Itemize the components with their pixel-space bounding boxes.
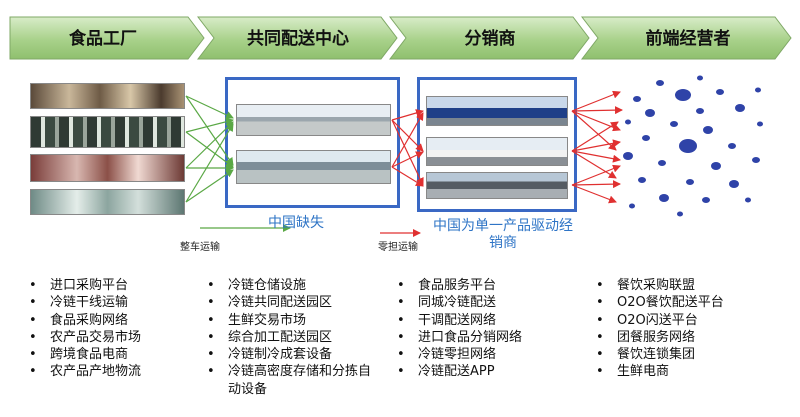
- distributor-photo-2: [426, 137, 568, 166]
- list-item: 农产品交易市场: [29, 329, 204, 347]
- stage-label-factory: 食品工厂: [69, 28, 137, 49]
- list-item: 进口食品分销网络: [397, 329, 582, 347]
- operator-list: 餐饮采购联盟 O2O餐饮配送平台 O2O闪送平台 团餐服务网络 餐饮连锁集团 生…: [596, 277, 786, 381]
- operator-dots-cluster: [623, 75, 763, 217]
- list-item: 综合加工配送园区: [207, 329, 375, 347]
- factory-photo-2: [30, 116, 185, 148]
- stage-chevron-operator: [580, 16, 792, 60]
- stage-label-operator: 前端经营者: [646, 28, 731, 49]
- red-arrows-distributor-to-operators: [571, 90, 623, 204]
- list-item: 进口采购平台: [29, 277, 204, 295]
- list-item: 冷链共同配送园区: [207, 294, 375, 312]
- list-item: 冷链仓储设施: [207, 277, 375, 295]
- list-item: 冷链制冷成套设备: [207, 346, 375, 364]
- list-item: 冷链高密度存储和分拣自动设备: [207, 363, 375, 398]
- distributor-note-caption: 中国为单一产品驱动经销商: [433, 218, 573, 251]
- center-list: 冷链仓储设施 冷链共同配送园区 生鲜交易市场 综合加工配送园区 冷链制冷成套设备…: [207, 277, 375, 398]
- stage-header: 食品工厂 共同配送中心 分销商 前端经营者: [9, 16, 792, 60]
- warehouse-photo-2: [236, 150, 391, 184]
- list-item: 跨境食品电商: [29, 346, 204, 364]
- list-item: 餐饮连锁集团: [596, 346, 786, 364]
- stage-label-center: 共同配送中心: [247, 28, 349, 49]
- distributor-photo-1: [426, 96, 568, 126]
- stage-label-distributor: 分销商: [465, 28, 516, 49]
- list-item: 冷链配送APP: [397, 363, 582, 381]
- list-item: 生鲜电商: [596, 363, 786, 381]
- list-item: 食品服务平台: [397, 277, 582, 295]
- whole-truck-label: 整车运输: [180, 242, 220, 253]
- list-item: O2O餐饮配送平台: [596, 294, 786, 312]
- list-item: 冷链零担网络: [397, 346, 582, 364]
- stage-chevron-distributor: [388, 16, 590, 60]
- list-item: O2O闪送平台: [596, 312, 786, 330]
- factory-photo-1: [30, 83, 185, 109]
- factory-list: 进口采购平台 冷链干线运输 食品采购网络 农产品交易市场 跨境食品电商 农产品产…: [29, 277, 204, 381]
- list-item: 团餐服务网络: [596, 329, 786, 347]
- distributor-photo-3: [426, 172, 568, 199]
- list-item: 生鲜交易市场: [207, 312, 375, 330]
- list-item: 餐饮采购联盟: [596, 277, 786, 295]
- list-item: 冷链干线运输: [29, 294, 204, 312]
- list-item: 干调配送网络: [397, 312, 582, 330]
- center-missing-caption: 中国缺失: [268, 215, 324, 231]
- factory-photo-4: [30, 189, 185, 215]
- list-item: 食品采购网络: [29, 312, 204, 330]
- less-than-truck-label: 零担运输: [378, 242, 418, 253]
- stage-chevron-center: [196, 16, 398, 60]
- factory-photo-3: [30, 154, 185, 182]
- stage-chevron-factory: [9, 16, 205, 60]
- list-item: 农产品产地物流: [29, 363, 204, 381]
- warehouse-photo-1: [236, 104, 391, 136]
- list-item: 同城冷链配送: [397, 294, 582, 312]
- distribution-center-box: [225, 77, 400, 208]
- distributor-list: 食品服务平台 同城冷链配送 干调配送网络 进口食品分销网络 冷链零担网络 冷链配…: [397, 277, 582, 381]
